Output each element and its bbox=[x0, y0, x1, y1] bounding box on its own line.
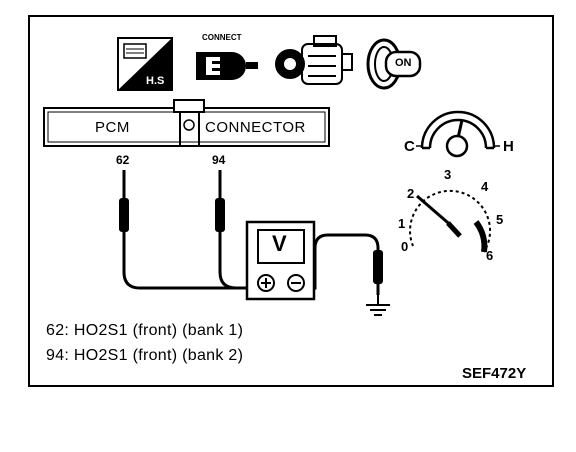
tacho-scale-6: 6 bbox=[486, 248, 494, 263]
voltmeter-label: V bbox=[272, 231, 287, 256]
temperature-gauge bbox=[416, 110, 500, 158]
note-pin-62: 62: HO2S1 (front) (bank 1) bbox=[46, 322, 244, 339]
ground-symbol bbox=[366, 295, 390, 316]
tachometer bbox=[409, 189, 491, 253]
ignition-key-icon bbox=[366, 38, 422, 90]
pcm-label: PCM bbox=[95, 119, 130, 136]
diagram-frame bbox=[28, 15, 554, 387]
temp-cold-label: C bbox=[404, 138, 415, 155]
ignition-key-icon-caption: ON bbox=[395, 57, 412, 69]
tacho-scale-0: 0 bbox=[401, 239, 409, 254]
probe-tips bbox=[119, 198, 383, 284]
temp-hot-label: H bbox=[503, 138, 514, 155]
tacho-scale-5: 5 bbox=[496, 212, 504, 227]
hot-start-icon bbox=[117, 37, 173, 91]
pin-94-label: 94 bbox=[212, 153, 226, 167]
hot-start-icon-caption: H.S bbox=[146, 75, 165, 87]
connect-icon-caption: CONNECT bbox=[202, 33, 242, 42]
voltmeter bbox=[245, 220, 316, 301]
pin-62-label: 62 bbox=[116, 153, 130, 167]
figure-code: SEF472Y bbox=[462, 365, 527, 382]
connector-label: CONNECTOR bbox=[205, 119, 306, 136]
engine-icon bbox=[275, 35, 353, 85]
tacho-scale-3: 3 bbox=[444, 167, 452, 182]
note-pin-94: 94: HO2S1 (front) (bank 2) bbox=[46, 347, 244, 364]
tacho-scale-4: 4 bbox=[481, 179, 489, 194]
pcm-connector-box bbox=[43, 99, 330, 147]
tacho-scale-2: 2 bbox=[407, 186, 415, 201]
connect-icon bbox=[196, 52, 258, 80]
tacho-scale-1: 1 bbox=[398, 216, 406, 231]
